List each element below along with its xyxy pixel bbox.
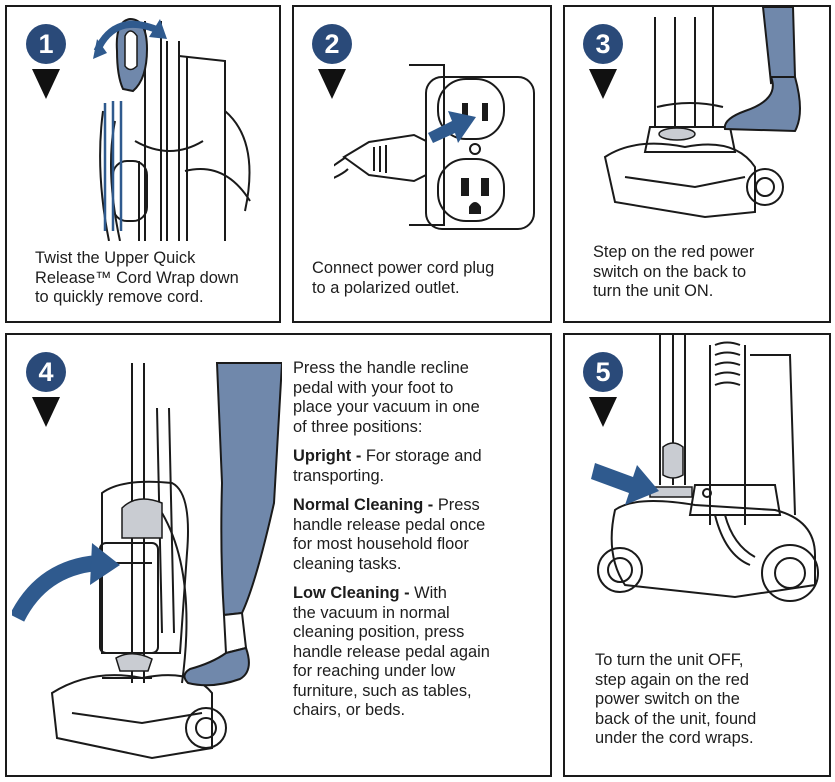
step-5-caption: To turn the unit OFF, step again on the … bbox=[595, 651, 829, 749]
step-5-badge: 5 bbox=[583, 352, 623, 392]
step-3-panel: 3 Step on the red power switch on the ba… bbox=[563, 5, 831, 323]
caption-line: With bbox=[414, 584, 447, 602]
foot-on-power-switch-illustration bbox=[603, 7, 801, 219]
step-3-pointer-icon bbox=[589, 69, 617, 99]
caption-line: cleaning position, press bbox=[293, 623, 465, 641]
option-upright: Upright - For storage and transporting. bbox=[293, 447, 550, 486]
step-3-caption: Step on the red power switch on the back… bbox=[593, 243, 829, 302]
caption-line: furniture, such as tables, bbox=[293, 681, 472, 700]
foot-on-recline-pedal-illustration bbox=[12, 362, 282, 760]
caption-line: Press bbox=[437, 496, 480, 514]
caption-line: back of the unit, found bbox=[595, 709, 757, 728]
step-3-badge: 3 bbox=[583, 24, 623, 64]
step-1-pointer-icon bbox=[32, 69, 60, 99]
power-switch-off-illustration bbox=[591, 335, 819, 602]
option-low-cleaning: Low Cleaning - With the vacuum in normal… bbox=[293, 584, 550, 721]
caption-line: Twist the Upper Quick bbox=[35, 249, 196, 267]
caption-line: place your vacuum in one bbox=[293, 398, 480, 416]
caption-line: the vacuum in normal bbox=[293, 603, 450, 622]
step-2-pointer-icon bbox=[318, 69, 346, 99]
caption-line: under the cord wraps. bbox=[595, 729, 754, 747]
caption-line: for most household floor bbox=[293, 535, 469, 553]
step-4-badge: 4 bbox=[26, 352, 66, 392]
step-2-badge: 2 bbox=[312, 24, 352, 64]
cord-wrap-twist-illustration bbox=[93, 17, 251, 241]
option-label: Low Cleaning - bbox=[293, 584, 415, 602]
step-5-pointer-icon bbox=[589, 397, 617, 427]
caption-line: step again on the red bbox=[595, 670, 750, 689]
caption-line: to quickly remove cord. bbox=[35, 288, 204, 306]
caption-line: For storage and bbox=[365, 447, 482, 465]
caption-line: handle release pedal again bbox=[293, 642, 490, 661]
caption-line: handle release pedal once bbox=[293, 515, 486, 534]
plug-into-outlet-illustration bbox=[334, 64, 535, 230]
step-2-panel: 2 Connect power cord plug to a polarized… bbox=[292, 5, 552, 323]
step-4-pointer-icon bbox=[32, 397, 60, 427]
step-1-caption: Twist the Upper Quick Release™ Cord Wrap… bbox=[35, 249, 279, 308]
step-4-instructions: Press the handle recline pedal with your… bbox=[293, 359, 550, 731]
caption-line: switch on the back to bbox=[593, 262, 747, 281]
option-label: Upright - bbox=[293, 447, 366, 465]
caption-line: for reaching under low bbox=[293, 662, 456, 680]
step-4-intro: Press the handle recline pedal with your… bbox=[293, 359, 550, 437]
step-5-panel: 5 To turn the unit OFF, step again on th… bbox=[563, 333, 831, 777]
step-2-caption: Connect power cord plug to a polarized o… bbox=[312, 259, 550, 298]
caption-line: to a polarized outlet. bbox=[312, 278, 460, 297]
caption-line: power switch on the bbox=[595, 690, 740, 708]
step-1-panel: 1 Twist the Upper Quick Release™ Cord Wr… bbox=[5, 5, 281, 323]
option-label: Normal Cleaning - bbox=[293, 496, 438, 514]
caption-line: Step on the red power bbox=[593, 243, 755, 261]
step-4-panel: 4 Press the handle recline pedal with yo… bbox=[5, 333, 552, 777]
caption-line: pedal with your foot to bbox=[293, 378, 454, 397]
caption-line: turn the unit ON. bbox=[593, 282, 714, 300]
step-1-badge: 1 bbox=[26, 24, 66, 64]
caption-line: of three positions: bbox=[293, 417, 423, 436]
caption-line: transporting. bbox=[293, 466, 385, 485]
caption-line: Release™ Cord Wrap down bbox=[35, 268, 239, 287]
caption-line: chairs, or beds. bbox=[293, 701, 406, 719]
caption-line: cleaning tasks. bbox=[293, 554, 402, 573]
caption-line: To turn the unit OFF, bbox=[595, 651, 744, 669]
option-normal-cleaning: Normal Cleaning - Press handle release p… bbox=[293, 496, 550, 574]
caption-line: Connect power cord plug bbox=[312, 259, 495, 277]
caption-line: Press the handle recline bbox=[293, 359, 469, 377]
